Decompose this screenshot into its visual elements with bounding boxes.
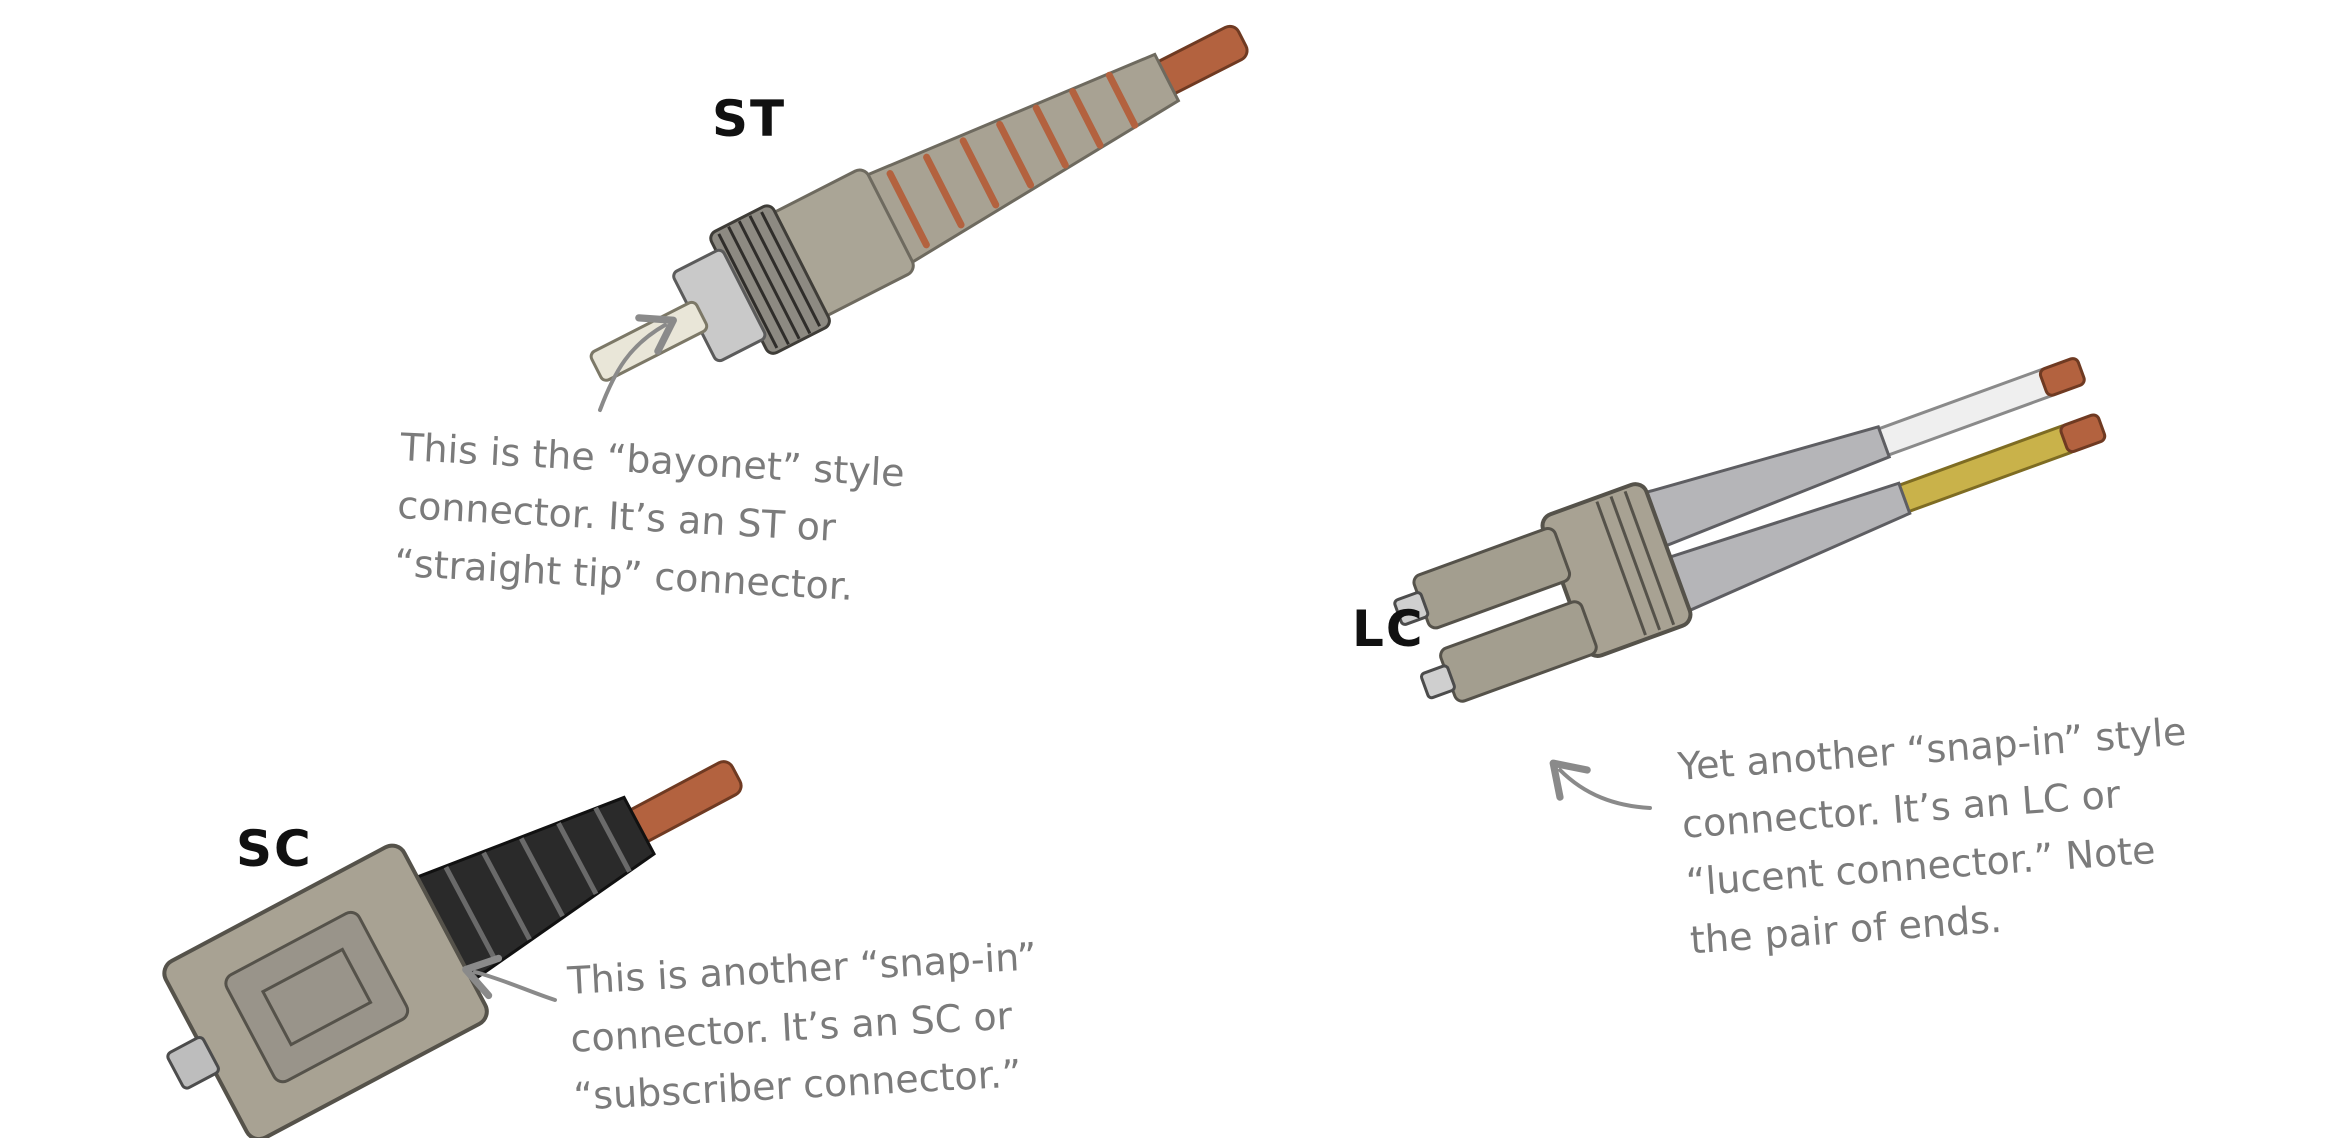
lc-annotation-arrow (1560, 770, 1650, 808)
sc-label: SC (236, 824, 313, 874)
sc-note: This is another “snap-in” connector. It’… (566, 927, 1044, 1125)
st-ferrule (589, 300, 709, 382)
lc-fiber-white-tip (2039, 357, 2086, 397)
lc-note: Yet another “snap-in” style connector. I… (1676, 702, 2200, 969)
lc-label: LC (1352, 604, 1425, 654)
st-connector-drawing (565, 0, 1273, 429)
st-note: This is the “bayonet” style connector. I… (393, 418, 906, 618)
sc-annotation-arrow (475, 972, 555, 1000)
lc-connector-drawing (1384, 327, 2117, 716)
lc-fiber-yellow-tip (2059, 413, 2106, 453)
st-label: ST (712, 94, 786, 144)
